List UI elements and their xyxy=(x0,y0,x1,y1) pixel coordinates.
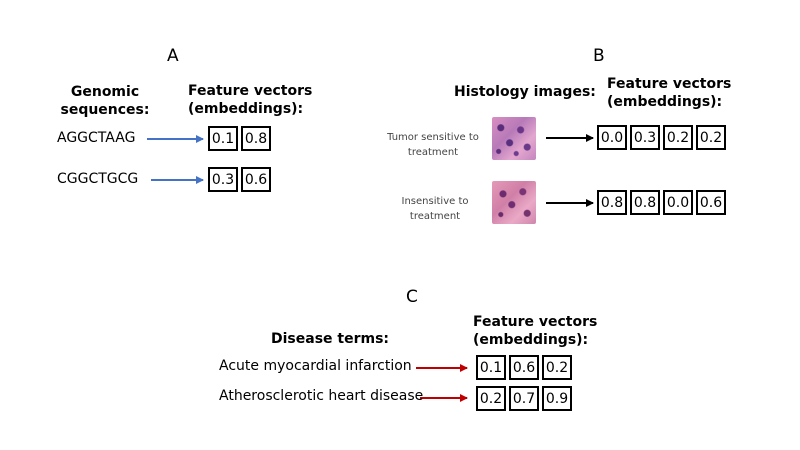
vector-cell: 0.7 xyxy=(509,386,539,411)
vector-cell: 0.0 xyxy=(597,125,627,150)
histology-caption-line: Insensitive to xyxy=(401,196,469,207)
panel-c-right-header: Feature vectors (embeddings): xyxy=(473,313,598,349)
vector-cell: 0.6 xyxy=(696,190,726,215)
histology-image xyxy=(492,117,536,160)
histology-caption: Tumor sensitive to treatment xyxy=(385,130,481,160)
vector-cell: 0.6 xyxy=(241,167,271,192)
disease-term: Atherosclerotic heart disease xyxy=(219,388,424,404)
histology-caption-line: Tumor sensitive to xyxy=(387,132,479,143)
vector-cell: 0.1 xyxy=(476,355,506,380)
sequence-label: AGGCTAAG xyxy=(57,130,136,146)
vector-b-2: 0.8 0.8 0.0 0.6 xyxy=(597,190,726,215)
vector-cell: 0.2 xyxy=(476,386,506,411)
vector-cell: 0.8 xyxy=(241,126,271,151)
panel-b-right-header-line: Feature vectors xyxy=(607,76,732,92)
vector-cell: 0.2 xyxy=(542,355,572,380)
vector-cell: 0.3 xyxy=(208,167,238,192)
vector-cell: 0.2 xyxy=(696,125,726,150)
panel-a-right-header: Feature vectors (embeddings): xyxy=(188,82,313,118)
vector-cell: 0.8 xyxy=(630,190,660,215)
panel-a-right-header-line: (embeddings): xyxy=(188,101,304,117)
panel-c-right-header-line: (embeddings): xyxy=(473,332,589,348)
panel-c-label: C xyxy=(406,287,418,307)
vector-c-2: 0.2 0.7 0.9 xyxy=(476,386,572,411)
vector-cell: 0.9 xyxy=(542,386,572,411)
vector-cell: 0.6 xyxy=(509,355,539,380)
panel-b-label: B xyxy=(593,46,605,66)
panel-b-right-header-line: (embeddings): xyxy=(607,94,723,110)
panel-a-right-header-line: Feature vectors xyxy=(188,83,313,99)
vector-cell: 0.3 xyxy=(630,125,660,150)
vector-b-1: 0.0 0.3 0.2 0.2 xyxy=(597,125,726,150)
panel-c-right-header-line: Feature vectors xyxy=(473,314,598,330)
sequence-label: CGGCTGCG xyxy=(57,171,139,187)
panel-a-label: A xyxy=(167,46,179,66)
vector-a-1: 0.1 0.8 xyxy=(208,126,271,151)
histology-caption-line: treatment xyxy=(409,211,461,222)
histology-image xyxy=(492,181,536,224)
panel-c-left-header: Disease terms: xyxy=(271,331,390,347)
vector-cell: 0.0 xyxy=(663,190,693,215)
vector-cell: 0.8 xyxy=(597,190,627,215)
vector-a-2: 0.3 0.6 xyxy=(208,167,271,192)
panel-b-left-header: Histology images: xyxy=(454,84,596,100)
panel-b-right-header: Feature vectors (embeddings): xyxy=(607,75,732,111)
vector-c-1: 0.1 0.6 0.2 xyxy=(476,355,572,380)
panel-a-left-header: Genomic sequences: xyxy=(60,83,150,119)
histology-caption: Insensitive to treatment xyxy=(395,194,475,224)
panel-a-left-header-line: Genomic xyxy=(70,84,140,100)
disease-term: Acute myocardial infarction xyxy=(219,358,412,374)
vector-cell: 0.1 xyxy=(208,126,238,151)
vector-cell: 0.2 xyxy=(663,125,693,150)
histology-caption-line: treatment xyxy=(407,147,459,158)
panel-a-left-header-line: sequences: xyxy=(60,102,150,118)
